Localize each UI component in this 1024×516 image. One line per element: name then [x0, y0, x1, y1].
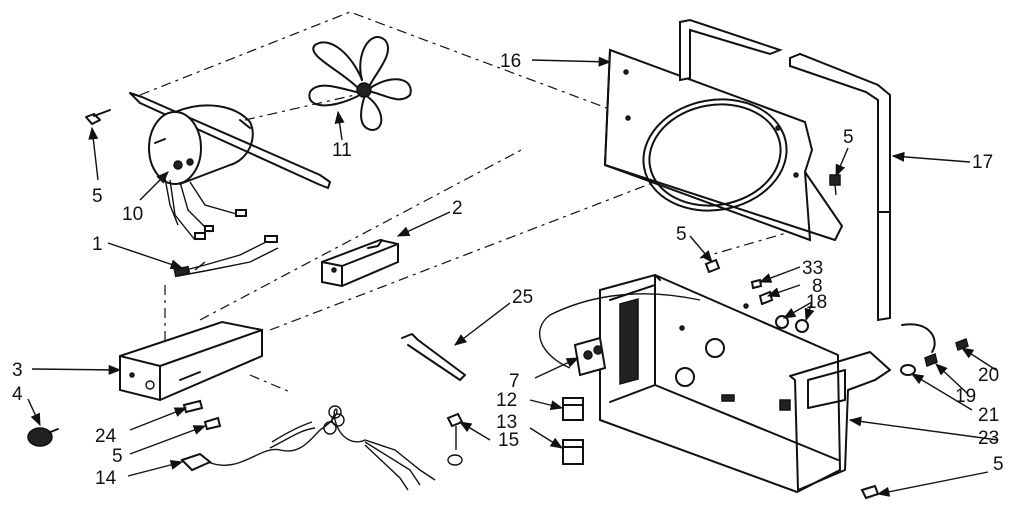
callout-15: 15	[498, 430, 519, 451]
callout-10: 10	[122, 204, 143, 225]
small-hardware	[750, 278, 809, 333]
callout-2: 2	[452, 198, 463, 219]
shroud	[603, 48, 843, 242]
callout-18: 18	[806, 292, 827, 313]
callout-5-right-upper: 5	[843, 127, 854, 148]
power-cord	[180, 405, 436, 491]
callout-14: 14	[95, 468, 117, 489]
small-screws	[182, 399, 222, 431]
screw-top-left	[85, 109, 111, 125]
terminal-blocks	[562, 397, 584, 465]
screw-and-washer	[446, 412, 464, 466]
callout-16: 16	[500, 51, 521, 72]
callout-5-center: 5	[676, 224, 687, 245]
fan-motor	[129, 92, 331, 241]
callout-7: 7	[509, 371, 520, 392]
switch-relay	[321, 238, 399, 288]
callout-4: 4	[12, 384, 23, 405]
callout-numbers: 5 10 11 2 1 3 4 24 5 14 15 25 16 17 5 5 …	[12, 51, 1004, 489]
fan-blade	[308, 36, 412, 131]
callout-11: 11	[332, 140, 352, 161]
callout-5-top-left: 5	[92, 186, 103, 207]
screw-right-upper	[829, 174, 841, 196]
callout-13: 13	[496, 412, 517, 433]
callout-25: 25	[512, 287, 533, 308]
callout-20: 20	[978, 365, 999, 386]
callout-33: 33	[802, 258, 823, 279]
leader-lines	[27, 56, 999, 497]
callout-12: 12	[496, 390, 517, 411]
control-bracket	[119, 320, 263, 402]
callout-21: 21	[978, 405, 999, 426]
callout-23: 23	[978, 428, 999, 449]
callout-3: 3	[12, 360, 23, 381]
callout-5-lower-left: 5	[112, 446, 123, 467]
callout-19: 19	[955, 386, 976, 407]
gaskets	[679, 18, 891, 322]
callout-17: 17	[972, 152, 993, 173]
callout-24: 24	[95, 426, 117, 447]
callout-5-bottom-right: 5	[993, 454, 1004, 475]
callout-8: 8	[812, 276, 823, 297]
cable-tie	[401, 333, 466, 381]
bracket-hardware	[900, 323, 969, 376]
screw-center	[704, 258, 721, 274]
base-pan	[599, 273, 891, 494]
knob	[27, 427, 59, 447]
wiring-harness	[173, 235, 279, 278]
screw-bottom-right	[860, 484, 880, 500]
callout-1: 1	[92, 234, 103, 255]
